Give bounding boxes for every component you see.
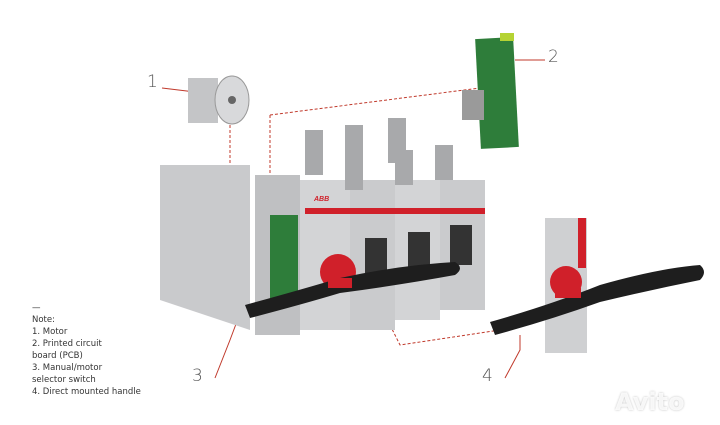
note-item: board (PCB) <box>32 351 83 361</box>
pcb <box>462 33 519 149</box>
callout-1: 1 <box>147 72 158 92</box>
direct-mounted-handle <box>490 218 704 353</box>
callout-3: 3 <box>192 366 203 386</box>
callout-4: 4 <box>482 366 493 386</box>
avito-watermark: Avito <box>615 388 685 416</box>
note-title: Note: <box>32 315 55 325</box>
mounted-handle <box>245 254 460 318</box>
note-item: 2. Printed circuit <box>32 339 102 349</box>
note-item: 1. Motor <box>32 327 68 337</box>
switch-body <box>160 118 485 335</box>
note-item: 4. Direct mounted handle <box>32 387 141 397</box>
callout-2: 2 <box>548 47 559 67</box>
motor <box>188 75 250 125</box>
abb-brand-label: ABB <box>314 196 330 203</box>
note-dash: — <box>32 303 41 313</box>
note-item: selector switch <box>32 375 96 385</box>
note-legend: — Note: 1. Motor 2. Printed circuit boar… <box>32 302 141 398</box>
note-item: 3. Manual/motor <box>32 363 103 373</box>
